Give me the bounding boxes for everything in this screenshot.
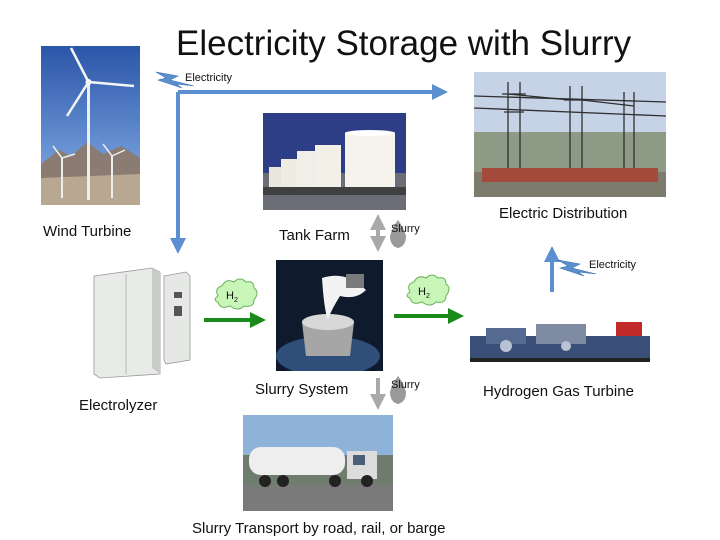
tank-farm-label: Tank Farm [279, 227, 350, 244]
h2-label: H2 [226, 290, 238, 305]
electrolyzer-image [90, 262, 194, 380]
slurry-droplet-icon [390, 220, 406, 248]
slurry-truck-image [243, 415, 393, 511]
hydrogen-gas-turbine-label: Hydrogen Gas Turbine [483, 383, 634, 400]
slurry-system-label: Slurry System [255, 381, 349, 398]
lightning-icon [557, 259, 597, 277]
electric-distribution-label: Electric Distribution [499, 205, 628, 222]
h2-label: H2 [418, 286, 430, 301]
hydrogen-gas-turbine-image [466, 314, 658, 370]
slurry-transport-label: Slurry Transport by road, rail, or barge [192, 520, 446, 537]
electricity-label: Electricity [589, 259, 637, 271]
slurry-system-image [276, 260, 383, 371]
substation-image [474, 72, 666, 197]
page-title: Electricity Storage with Slurry [176, 24, 632, 63]
tank-farm-image [263, 113, 406, 210]
wind-turbine-label: Wind Turbine [43, 223, 132, 240]
hydrogen-cloud-icon [214, 278, 258, 310]
hydrogen-cloud-icon [406, 274, 450, 306]
slurry-droplet-icon [390, 376, 406, 404]
lightning-icon [155, 71, 195, 89]
slurry-label: Slurry [391, 379, 420, 391]
wind-turbine-image [41, 46, 140, 205]
slurry-label: Slurry [391, 223, 420, 235]
electricity-label: Electricity [185, 72, 233, 84]
electrolyzer-label: Electrolyzer [79, 397, 158, 414]
